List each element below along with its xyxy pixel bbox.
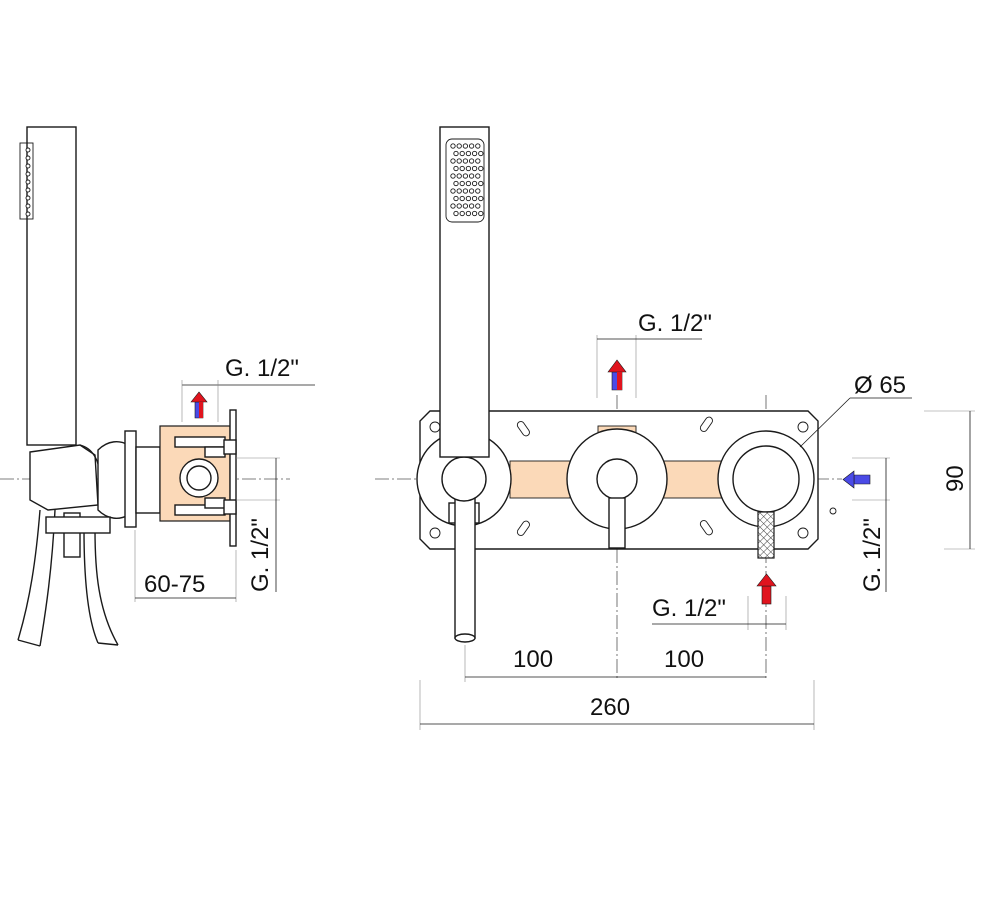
front-bottom-inlet-arrow (756, 573, 777, 605)
spray-hole (465, 180, 472, 187)
spray-hole (468, 143, 475, 149)
side-body-port-inner (186, 465, 212, 491)
side-view: G. 1/2" G. 1/2" 60-75 (0, 126, 315, 647)
spray-hole (453, 150, 459, 157)
spray-hole (468, 158, 475, 164)
front-view: G. 1/2" Ø 65 90 G. 1/2" G. 1/2" 100 (375, 126, 975, 730)
side-hose2-left-edge (94, 529, 119, 646)
front-dim-spacing-right: 100 (664, 646, 704, 673)
front-side-inlet-arrow (842, 470, 871, 489)
front-mid-knob (596, 458, 638, 500)
spray-hole (468, 188, 475, 194)
front-outlet-arrow (607, 359, 627, 391)
spray-hole (459, 180, 465, 187)
spray-hole (450, 203, 456, 209)
front-dim-inlet-side: G. 1/2" (859, 518, 886, 592)
spray-hole (475, 203, 481, 209)
spray-hole (478, 195, 484, 202)
spray-hole (459, 210, 465, 217)
spray-hole (468, 173, 475, 179)
spray-hole (456, 203, 462, 209)
spray-hole (453, 195, 459, 202)
front-hand-shower (439, 126, 490, 458)
spray-hole (450, 158, 456, 164)
spray-hole (456, 173, 462, 179)
spray-hole (465, 165, 472, 172)
spray-hole (471, 210, 478, 217)
spray-hole (459, 195, 465, 202)
spray-hole (462, 173, 469, 179)
front-dim-spacing-left: 100 (513, 646, 553, 673)
front-inlet-mesh (757, 511, 775, 559)
side-mounting-plate (229, 409, 237, 547)
front-holder-knob (441, 456, 487, 502)
front-dim-height: 90 (942, 465, 969, 492)
spray-hole (450, 143, 456, 149)
front-body-band-left (509, 460, 571, 499)
side-hose-left-edge (17, 509, 41, 641)
spray-hole (459, 150, 465, 157)
front-spray-holes (450, 143, 484, 217)
spray-hole (471, 180, 478, 187)
spray-hole (462, 158, 469, 164)
spray-hole (465, 210, 472, 217)
spray-hole (456, 158, 462, 164)
spray-hole (462, 203, 469, 209)
spray-hole (465, 195, 472, 202)
side-connector (97, 441, 129, 519)
front-dim-rosette-diameter: Ø 65 (854, 372, 906, 399)
spray-hole (453, 180, 459, 187)
side-wall-flange (124, 430, 137, 528)
side-dim-connection-top: G. 1/2" (225, 355, 299, 382)
spray-hole (478, 150, 484, 157)
front-spray-face (445, 138, 485, 223)
side-spray-holes (25, 147, 31, 217)
side-spray-face (19, 142, 34, 220)
spray-hole (450, 188, 456, 194)
spray-hole (453, 165, 459, 172)
spray-hole (456, 188, 462, 194)
front-dim-total-width: 260 (590, 694, 630, 721)
spray-hole (475, 173, 481, 179)
front-dim-outlet-top: G. 1/2" (638, 310, 712, 337)
front-body-band-right (662, 460, 726, 499)
spray-hole (471, 150, 478, 157)
front-hose-outlet (454, 479, 476, 639)
side-hand-shower (26, 126, 77, 446)
front-mount-holes (429, 416, 837, 539)
spray-hole (456, 143, 462, 149)
spray-hole (475, 158, 481, 164)
spray-hole (450, 173, 456, 179)
spray-hole (475, 143, 481, 149)
side-outlet-arrow (190, 391, 208, 419)
spray-hole (459, 165, 465, 172)
spray-hole (471, 165, 478, 172)
front-mid-lever (608, 497, 626, 549)
spray-hole (465, 150, 472, 157)
spray-hole (471, 195, 478, 202)
front-dim-inlet-bottom: G. 1/2" (652, 595, 726, 622)
spray-hole (478, 165, 484, 172)
side-hose-clamp (45, 516, 111, 534)
spray-hole (468, 203, 475, 209)
spray-hole (478, 180, 484, 187)
spray-hole (462, 188, 469, 194)
side-flange-neck (135, 446, 161, 514)
spray-hole (462, 143, 469, 149)
side-dim-connection-vertical: G. 1/2" (247, 518, 274, 592)
spray-hole (478, 210, 484, 217)
spray-hole (475, 188, 481, 194)
side-holder (29, 444, 99, 511)
side-dim-depth: 60-75 (144, 571, 205, 598)
spray-hole (453, 210, 459, 217)
front-right-handle (732, 445, 800, 513)
